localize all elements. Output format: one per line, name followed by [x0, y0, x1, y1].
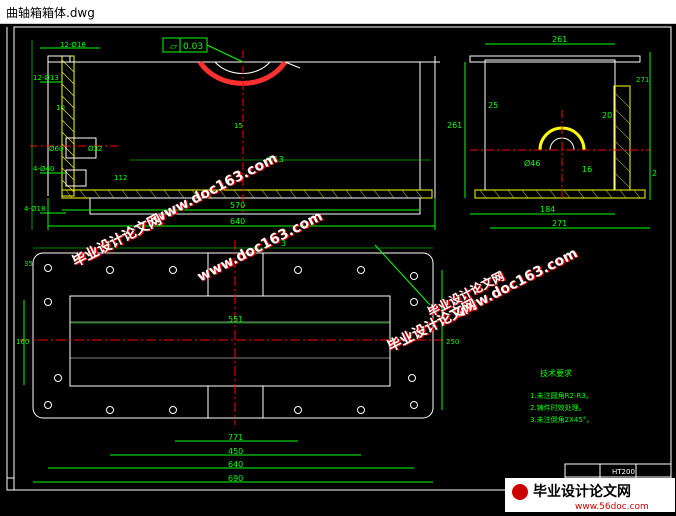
dim-640: 640: [230, 217, 245, 226]
bolt-hole: [410, 272, 418, 280]
material-label: HT200: [612, 468, 635, 476]
dim-771: 771: [228, 433, 243, 442]
side-wall-hatch: [613, 85, 631, 191]
dim-r13: R13: [268, 155, 284, 164]
side-view: 261 261 184 271 Ø46 20 25 16 2 271: [447, 35, 657, 229]
dim-271: 271: [552, 219, 567, 228]
dim-160: 160: [16, 338, 29, 346]
frame-corner-box: [6, 477, 15, 491]
dim-25: 25: [488, 101, 498, 110]
watermark-site-b: www.doc163.com: [195, 208, 325, 285]
dim-12-16: 12-Ø16: [60, 41, 86, 49]
notes-heading: 技术要求: [540, 368, 572, 378]
side-body: [484, 59, 616, 191]
window-titlebar: 曲轴箱箱体.dwg: [0, 0, 676, 24]
top-flange: [47, 55, 71, 63]
dim-4-40: 4-Ø40: [33, 165, 54, 173]
dim-3: 3: [281, 239, 286, 248]
dim-250: 250: [446, 338, 459, 346]
dim-112: 112: [114, 174, 127, 182]
dim-2: 2: [652, 169, 657, 178]
watermark-site-a: www.doc163.com: [150, 150, 280, 227]
dim-15: 15: [234, 122, 243, 130]
side-wall-hatch-lines: [613, 91, 631, 189]
dim-10: 10: [56, 104, 65, 112]
leader-plan: [374, 244, 431, 306]
plan-view: 35 3 551 771 450 640 690 160 250: [16, 239, 459, 483]
side-base-hatch-lines: [479, 189, 641, 199]
watermark-brand-a: 毕业设计论文网: [69, 211, 164, 271]
bolt-hole: [169, 406, 177, 414]
dim-570: 570: [230, 201, 245, 210]
bolt-hole: [410, 298, 418, 306]
bolt-hole: [169, 266, 177, 274]
bolt-hole: [106, 406, 114, 414]
dim-640-plan: 640: [228, 460, 243, 469]
dim-261-height: 261: [447, 121, 462, 130]
bore-hole: [65, 137, 97, 159]
dim-4-18: 4-Ø18: [24, 205, 45, 213]
cad-drawing[interactable]: ▱ 0.03 12-Ø16 12-Ø13 4-Ø40 4-Ø18 Ø60 Ø32…: [0, 24, 676, 512]
dim-46: Ø46: [524, 158, 540, 168]
dim-20: 20: [602, 111, 612, 120]
notes-line2: 2.铸件时效处理。: [530, 403, 586, 412]
slope-line: [284, 61, 301, 69]
footer-brand: 毕业设计论文网: [533, 483, 631, 500]
dim-271-right: 271: [636, 76, 649, 84]
bolt-hole: [54, 374, 62, 382]
dim-12-13: 12-Ø13: [33, 74, 59, 82]
side-base-hatch: [474, 189, 646, 199]
plan-outer: [32, 252, 434, 419]
hatch-lines: [61, 59, 75, 193]
front-view: ▱ 0.03 12-Ø16 12-Ø13 4-Ø40 4-Ø18 Ø60 Ø32…: [24, 37, 440, 230]
base-hatch: [61, 189, 433, 199]
bolt-hole: [106, 266, 114, 274]
dim-184: 184: [540, 205, 555, 214]
tolerance-value: 0.03: [183, 42, 203, 52]
dim-690: 690: [228, 474, 243, 483]
dim-551: 551: [228, 315, 243, 324]
dim-16: 16: [582, 165, 592, 174]
side-top-flange: [469, 55, 641, 63]
technical-notes: 技术要求 1.未注圆角R2-R3。 2.铸件时效处理。 3.未注倒角2X45°。: [530, 368, 593, 424]
drawing-frame: [13, 26, 672, 491]
dim-261-top: 261: [552, 35, 567, 44]
flatness-symbol: ▱: [170, 42, 177, 52]
plan-inner-opening: [69, 295, 391, 387]
drawing-canvas[interactable]: ▱ 0.03 12-Ø16 12-Ø13 4-Ø40 4-Ø18 Ø60 Ø32…: [0, 24, 676, 512]
small-hole: [65, 169, 87, 187]
footer-site: www.56doc.com: [575, 502, 649, 512]
bolt-hole: [408, 374, 416, 382]
bolt-hole: [357, 266, 365, 274]
notes-line3: 3.未注倒角2X45°。: [530, 415, 593, 424]
bolt-hole: [357, 406, 365, 414]
dim-60: Ø60: [49, 145, 63, 153]
footer-logo-bg: [505, 478, 675, 512]
bolt-hole: [294, 406, 302, 414]
footer-logo-emblem: [512, 484, 528, 500]
notes-line1: 1.未注圆角R2-R3。: [530, 391, 593, 400]
dim-450: 450: [228, 447, 243, 456]
bolt-hole: [410, 401, 418, 409]
window-title: 曲轴箱箱体.dwg: [6, 6, 95, 20]
base-foot: [89, 197, 421, 215]
bolt-hole: [44, 401, 52, 409]
tolerance-leader: [206, 44, 244, 63]
bolt-hole: [44, 298, 52, 306]
dim-35: 35: [24, 260, 33, 268]
dim-32: Ø32: [88, 145, 102, 153]
bolt-hole: [294, 266, 302, 274]
footer-logo: 毕业设计论文网 www.56doc.com: [505, 478, 675, 512]
bolt-hole: [44, 264, 52, 272]
base-hatch-lines: [65, 189, 423, 199]
